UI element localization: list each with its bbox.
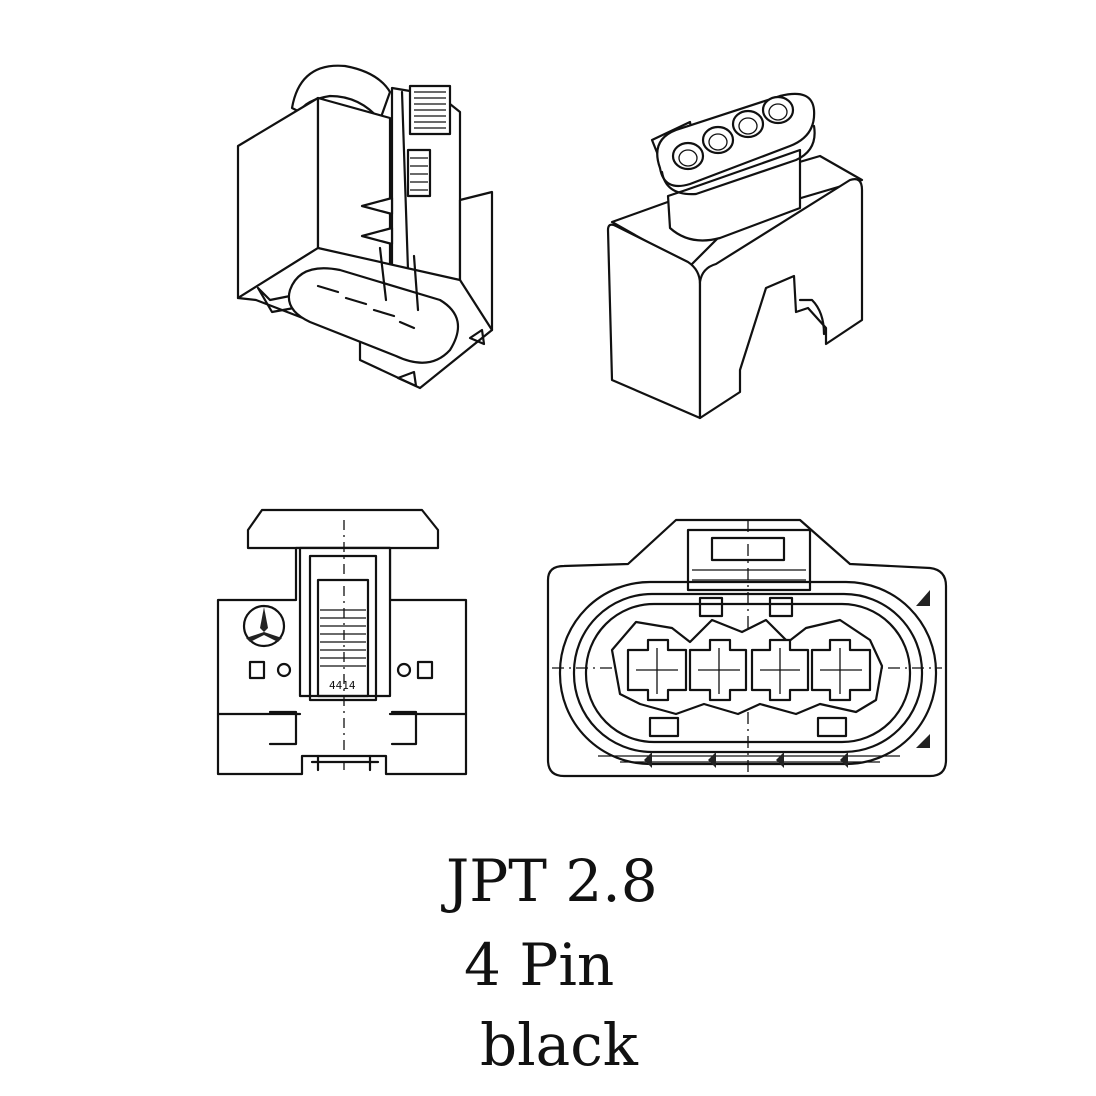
front-isometric-view (606, 92, 864, 420)
mating-face-view (546, 518, 948, 778)
caption-series: JPT 2.8 (446, 847, 658, 915)
part-code-label: 4414 (329, 679, 356, 692)
star-logo-icon (242, 604, 286, 648)
rear-isometric-view (236, 64, 494, 390)
caption-color: black (480, 1011, 638, 1079)
caption-pin-count: 4 Pin (464, 931, 615, 999)
side-elevation-view: 4414 (216, 508, 468, 776)
ribbed-grip (406, 84, 452, 198)
pin-holes (671, 95, 795, 171)
terminal-cavities (626, 638, 872, 702)
